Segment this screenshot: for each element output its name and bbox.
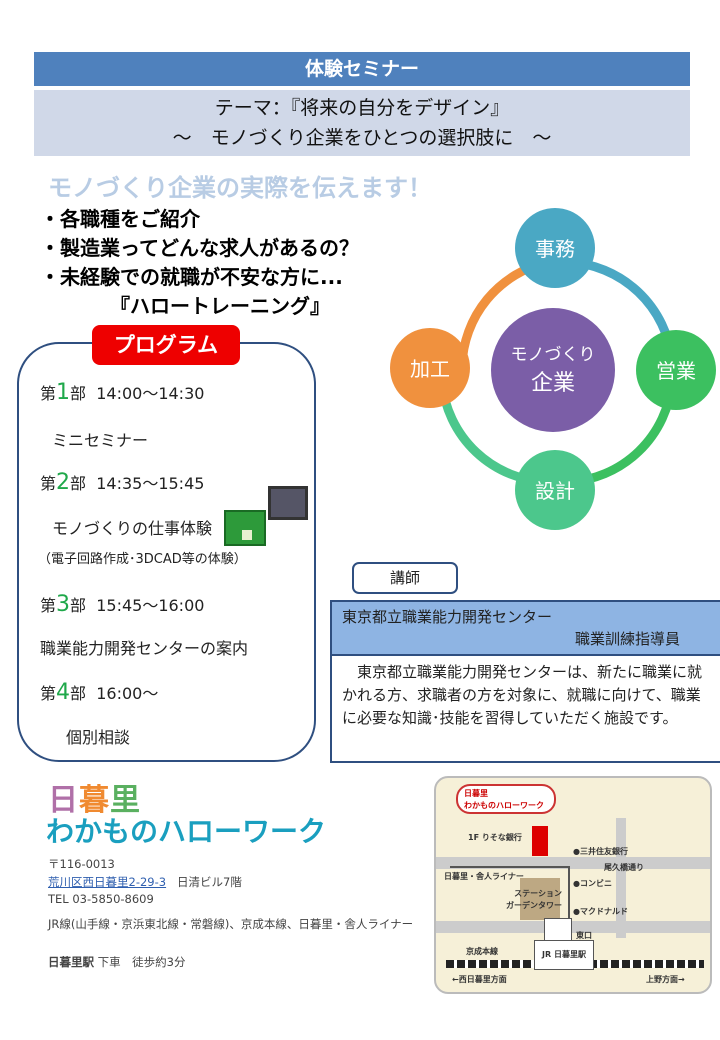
program-part-2: 第2部 14:35～15:45	[40, 470, 205, 495]
map-label: 1F りそな銀行	[468, 833, 522, 842]
bullet-item: ・製造業ってどんな求人があるの？	[40, 236, 359, 260]
node-eigyo	[636, 330, 716, 410]
program-desc: 職業能力開発センターの案内	[40, 639, 249, 658]
circuit-board-image	[224, 510, 266, 546]
lecturer-org: 東京都立職業能力開発センター 職業訓練指導員	[330, 600, 720, 656]
node-label: 設計	[535, 479, 575, 503]
theme-line-1: テーマ：『将来の自分をデザイン』	[214, 97, 510, 119]
center-label-1: モノづくり	[511, 345, 596, 365]
map-label: 尾久橋通り	[604, 863, 644, 872]
program-desc: 個別相談	[66, 728, 131, 747]
station-access: 日暮里駅 下車 徒歩約3分	[48, 955, 186, 969]
bullet-item: ・未経験での就職が不安な方に...	[40, 265, 343, 289]
map-label: ●マクドナルド	[573, 907, 628, 916]
map-label: JR 日暮里駅	[534, 940, 594, 970]
node-jimu	[515, 208, 595, 288]
lecturer-label: 講師	[352, 562, 458, 594]
building-marker-icon	[532, 826, 548, 856]
logo-nippori: 日暮里	[48, 783, 141, 818]
org-name: 東京都立職業能力開発センター	[342, 608, 553, 626]
program-part-3: 第3部 15:45～16:00	[40, 592, 205, 617]
headline: モノづくり企業の実際を伝えます！	[48, 174, 432, 202]
program-note: （電子回路作成･3DCAD等の体験）	[38, 552, 247, 567]
node-label: 加工	[410, 357, 450, 381]
bullet-item: 『ハロートレーニング』	[110, 294, 330, 318]
logo-wakamono-hellowork: わかものハローワーク	[46, 815, 327, 848]
org-role: 職業訓練指導員	[574, 630, 680, 648]
program-part-4: 第4部 16:00～	[40, 680, 159, 705]
theme-box: テーマ：『将来の自分をデザイン』 ～ モノづくり企業をひとつの選択肢に ～	[34, 90, 690, 156]
map-label: ●三井住友銀行	[573, 847, 628, 856]
access-lines: JR線(山手線・京浜東北線・常磐線)、京成本線、日暮里・舎人ライナー	[48, 917, 414, 931]
node-kakou	[390, 328, 470, 408]
program-desc: ミニセミナー	[52, 431, 149, 450]
map-label: 上野方面→	[646, 975, 685, 984]
map-label: 日暮里・舎人ライナー	[444, 872, 524, 881]
center-circle	[491, 308, 615, 432]
map-label: ●コンビニ	[573, 879, 612, 888]
node-label: 事務	[535, 237, 575, 261]
program-part-1: 第1部 14:00～14:30	[40, 380, 205, 405]
bullet-item: ・各職種をご紹介	[40, 207, 200, 231]
map-label: 京成本線	[466, 947, 498, 956]
map-callout: 日暮里わかものハローワーク	[456, 784, 556, 814]
node-sekkei	[515, 450, 595, 530]
program-desc: モノづくりの仕事体験	[52, 519, 213, 538]
map-label: ステーションガーデンタワー	[506, 889, 562, 910]
cad-monitor-image	[268, 486, 308, 520]
cycle-diagram: モノづくり 企業 事務 営業 設計 加工	[390, 208, 716, 530]
address: 荒川区西日暮里2-29-3 日清ビル7階	[48, 875, 242, 889]
node-label: 営業	[656, 359, 696, 383]
center-label-2: 企業	[531, 371, 575, 396]
map-label: 東口	[576, 931, 592, 940]
map-label: ←西日暮里方面	[452, 975, 507, 984]
postal-code: 〒116-0013	[48, 857, 115, 871]
address-link[interactable]: 荒川区西日暮里2-29-3	[48, 875, 167, 889]
seminar-title-bar: 体験セミナー	[34, 52, 690, 86]
lecturer-description: 東京都立職業能力開発センターは、新たに職業に就かれる方、求職者の方を対象に、就職…	[330, 655, 720, 763]
tel: TEL 03-5850-8609	[48, 892, 154, 906]
program-label: プログラム	[92, 325, 240, 365]
seminar-title: 体験セミナー	[304, 58, 419, 80]
theme-line-2: ～ モノづくり企業をひとつの選択肢に ～	[172, 127, 552, 149]
access-map: JR 日暮里駅 日暮里わかものハローワーク 1F りそな銀行 ●三井住友銀行 尾…	[434, 776, 712, 994]
